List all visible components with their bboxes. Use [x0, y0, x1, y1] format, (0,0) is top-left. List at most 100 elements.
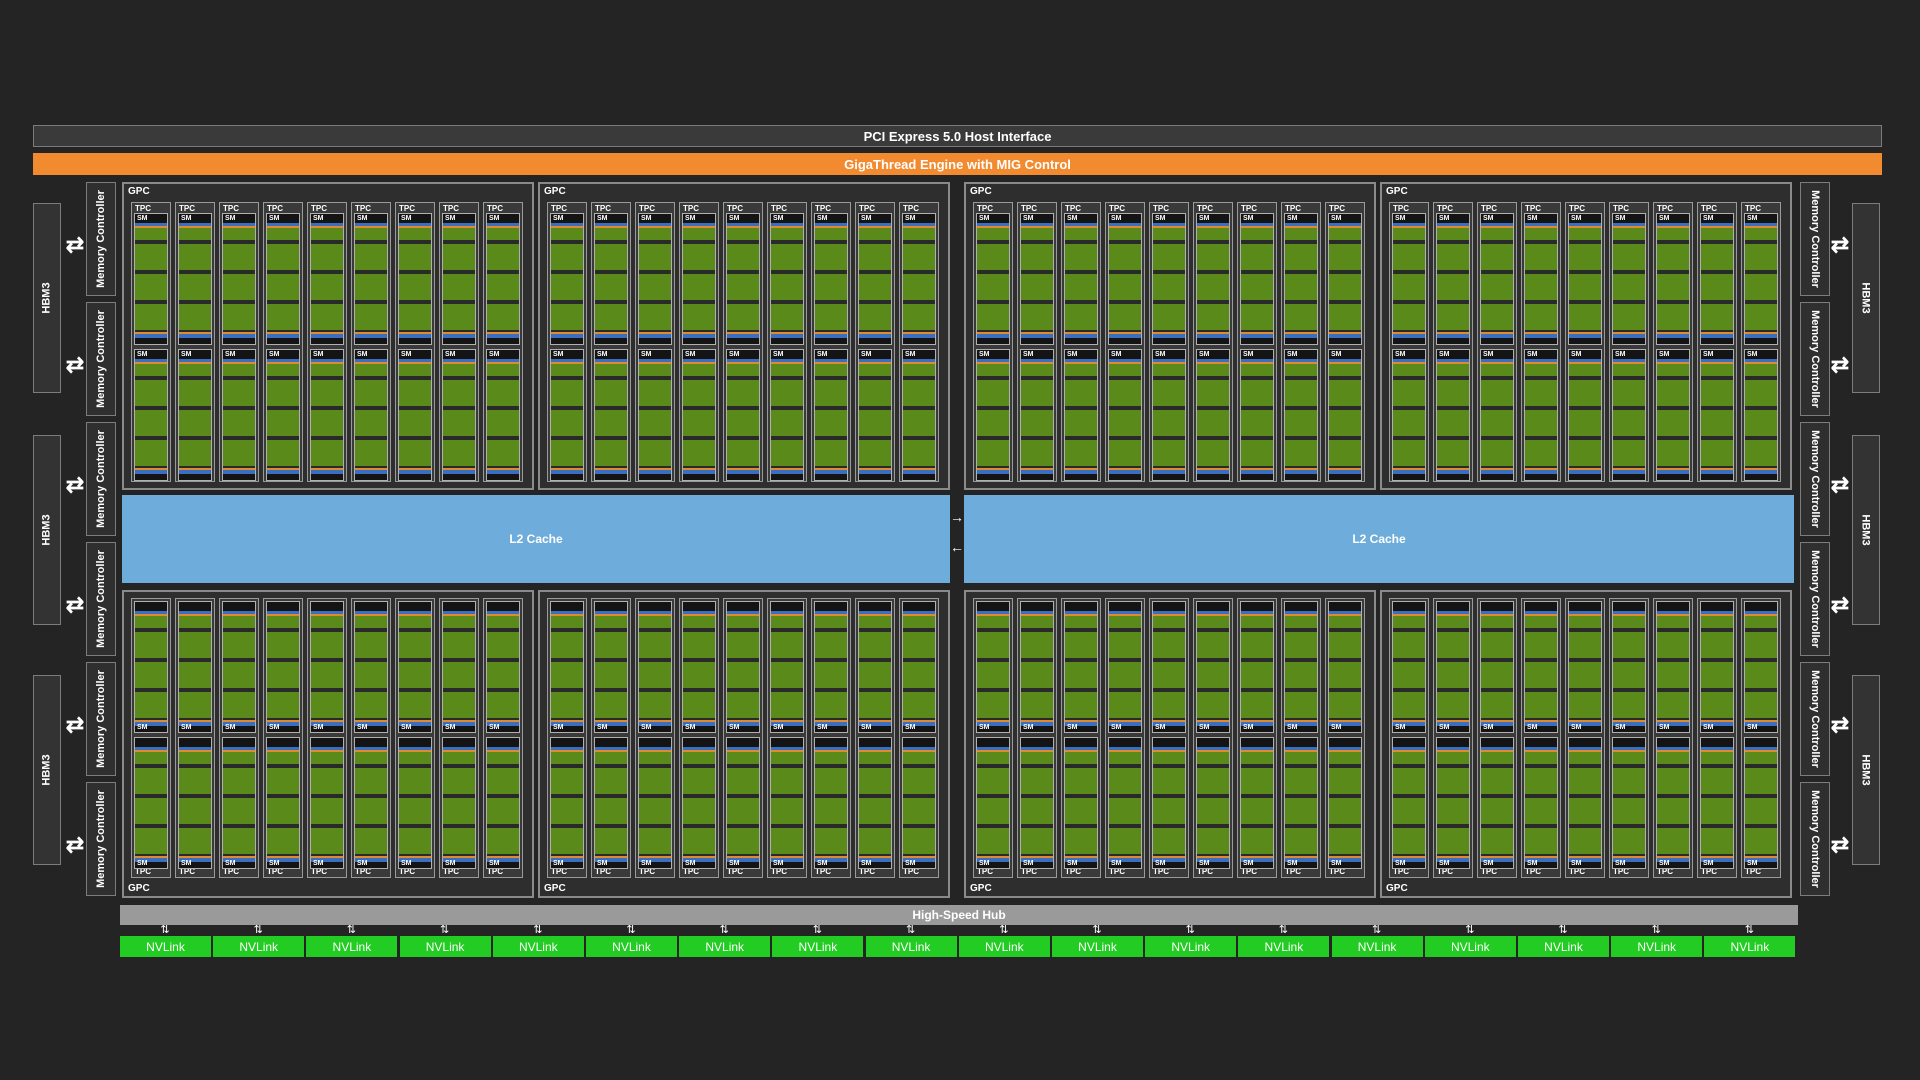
sm-label: SM — [861, 351, 872, 358]
hbm3-label: HBM3 — [1860, 754, 1873, 786]
gpc-label: GPC — [1386, 186, 1408, 197]
tpc-label: TPC — [1437, 204, 1453, 213]
memory-controller: Memory Controller — [86, 782, 116, 896]
sm-label: SM — [1747, 215, 1758, 222]
sm: SM — [1524, 213, 1558, 345]
bidirectional-arrow-icon: ⇄ — [1830, 232, 1850, 257]
tpc-label: TPC — [683, 867, 699, 876]
tpc-label: TPC — [595, 204, 611, 213]
bidirectional-arrow-icon: ⇄ — [65, 232, 85, 257]
sm: SM — [1284, 737, 1318, 869]
sm: SM — [1196, 737, 1230, 869]
bidirectional-arrow-icon: ⇄ — [65, 832, 85, 857]
nvlink: NVLink — [1331, 936, 1423, 957]
sm: SM — [638, 349, 672, 481]
sm-label: SM — [1067, 860, 1078, 867]
sm: SM — [1020, 213, 1054, 345]
sm-label: SM — [773, 860, 784, 867]
sm: SM — [354, 349, 388, 481]
sm-label: SM — [1287, 724, 1298, 731]
sm-label: SM — [1395, 724, 1406, 731]
tpc-label: TPC — [1065, 204, 1081, 213]
hbm3-stack: HBM3 — [33, 203, 61, 393]
sm-label: SM — [1067, 351, 1078, 358]
tpc-label: TPC — [595, 867, 611, 876]
sm-label: SM — [597, 351, 608, 358]
sm-label: SM — [1747, 724, 1758, 731]
nvlink-arrow-icon: ⇅ — [1278, 924, 1288, 936]
sm: SM — [1524, 601, 1558, 733]
sm: SM — [682, 213, 716, 345]
bidirectional-arrow-icon: ⇄ — [65, 472, 85, 497]
sm-label: SM — [729, 215, 740, 222]
sm-label: SM — [1527, 215, 1538, 222]
sm-label: SM — [597, 860, 608, 867]
sm: SM — [310, 349, 344, 481]
sm: SM — [1480, 601, 1514, 733]
tpc-label: TPC — [1613, 867, 1629, 876]
sm-label: SM — [1395, 215, 1406, 222]
sm-label: SM — [225, 351, 236, 358]
gpc-label: GPC — [128, 883, 150, 894]
nvlink-arrow-icon: ⇅ — [719, 924, 729, 936]
sm: SM — [1436, 349, 1470, 481]
sm: SM — [178, 601, 212, 733]
sm-label: SM — [729, 860, 740, 867]
sm: SM — [550, 737, 584, 869]
sm: SM — [1152, 737, 1186, 869]
sm: SM — [310, 737, 344, 869]
gpc-label: GPC — [544, 186, 566, 197]
sm: SM — [1020, 349, 1054, 481]
sm: SM — [486, 349, 520, 481]
hbm3-stack: HBM3 — [33, 675, 61, 865]
sm-label: SM — [489, 351, 500, 358]
tpc-label: TPC — [267, 204, 283, 213]
tpc-label: TPC — [311, 204, 327, 213]
sm: SM — [1436, 737, 1470, 869]
memory-controller-label: Memory Controller — [1809, 790, 1822, 888]
sm: SM — [398, 213, 432, 345]
sm: SM — [222, 601, 256, 733]
nvlink-arrow-icon: ⇅ — [905, 924, 916, 936]
memory-controller-label: Memory Controller — [95, 790, 108, 888]
sm-label: SM — [313, 860, 324, 867]
sm-label: SM — [1615, 215, 1626, 222]
sm-label: SM — [181, 215, 192, 222]
sm-label: SM — [685, 215, 696, 222]
sm: SM — [638, 601, 672, 733]
gpc-label: GPC — [1386, 883, 1408, 894]
sm-label: SM — [1023, 860, 1034, 867]
sm: SM — [1700, 601, 1734, 733]
sm-label: SM — [1155, 215, 1166, 222]
sm-label: SM — [445, 215, 456, 222]
sm-label: SM — [773, 351, 784, 358]
sm-label: SM — [401, 724, 412, 731]
sm: SM — [1656, 601, 1690, 733]
tpc-label: TPC — [399, 867, 415, 876]
sm-label: SM — [1571, 215, 1582, 222]
sm: SM — [1284, 213, 1318, 345]
sm-label: SM — [1199, 860, 1210, 867]
sm-label: SM — [1331, 724, 1342, 731]
sm-label: SM — [1111, 860, 1122, 867]
sm: SM — [442, 601, 476, 733]
sm: SM — [1436, 213, 1470, 345]
memory-controller-label: Memory Controller — [1809, 310, 1822, 408]
